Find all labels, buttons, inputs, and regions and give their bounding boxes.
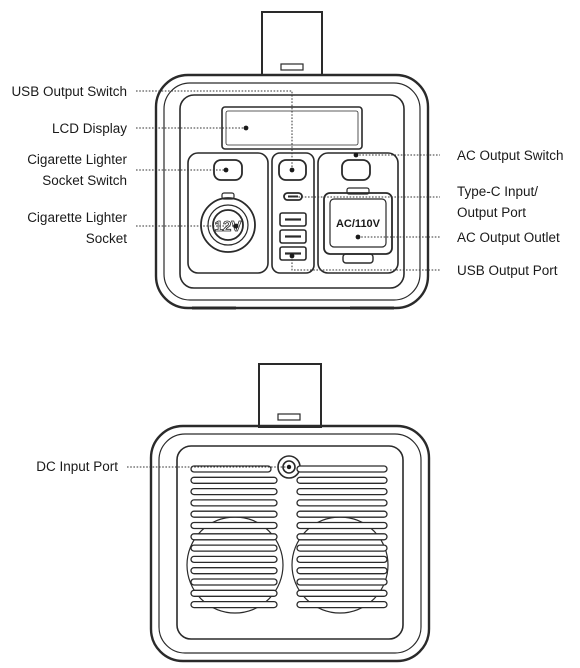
back-view [149, 363, 431, 663]
dot-ac-outlet [355, 234, 361, 240]
left-module [187, 152, 269, 274]
dot-cig-socket [233, 223, 239, 229]
vent-slot [296, 567, 388, 575]
ac-outlet-top-tab [346, 187, 370, 195]
label-cig-socket-line2: Socket [86, 231, 128, 246]
vent-slot [190, 567, 278, 575]
back-handle [258, 363, 322, 428]
front-labels: USB Output Switch LCD Display Cigarette … [11, 84, 563, 278]
dot-usb-port [289, 253, 295, 259]
label-dc-input-port: DC Input Port [36, 459, 118, 474]
vent-slot [296, 589, 388, 597]
vent-slot [190, 521, 278, 530]
front-view: 12V AC/110V [154, 11, 430, 310]
vent-slot [296, 499, 388, 507]
vent-grille-left [190, 465, 278, 609]
dot-usb-switch [289, 167, 295, 173]
ac-output-outlet[interactable] [329, 198, 387, 248]
vent-slot [296, 600, 388, 609]
vent-slot [296, 555, 388, 564]
ac-output-switch[interactable] [341, 159, 371, 181]
vent-slot [296, 533, 388, 541]
front-handle-clip [280, 63, 304, 71]
dot-cig-switch [223, 167, 229, 173]
front-leaders [136, 90, 440, 271]
usb-module [271, 152, 315, 274]
label-lcd-display: LCD Display [52, 121, 127, 136]
vent-slot [190, 510, 278, 518]
label-cig-socket-line1: Cigarette Lighter [27, 210, 127, 225]
usb-port-2[interactable] [279, 229, 307, 244]
vent-slot [190, 578, 278, 586]
back-outer-shell [149, 424, 431, 663]
vent-slot [296, 578, 388, 586]
label-typec-line2: Output Port [457, 205, 526, 220]
front-outer-shell [154, 73, 430, 310]
vent-slot [190, 476, 278, 484]
label-ac-output-outlet: AC Output Outlet [457, 230, 560, 245]
dc-input-port[interactable] [282, 460, 296, 474]
back-handle-clip [277, 413, 301, 421]
back-panel [176, 445, 404, 640]
leader-usb-switch [136, 90, 293, 170]
vent-slot [190, 487, 278, 496]
back-inner-shell [158, 433, 422, 654]
vent-slot [296, 487, 388, 496]
front-inner-shell [163, 82, 421, 301]
cig-socket-ring [207, 204, 249, 246]
dot-dc-input [286, 464, 292, 470]
fan-right [291, 516, 389, 614]
dot-lcd [243, 125, 249, 131]
vent-slot [190, 533, 278, 541]
vent-slot [296, 544, 388, 552]
outlet-rating-label: AC/110V [336, 218, 381, 230]
vent-slot [296, 476, 388, 484]
vent-slot [190, 600, 278, 609]
vent-slot [190, 589, 278, 597]
vent-slot [190, 499, 278, 507]
front-handle [261, 11, 323, 76]
fan-left [186, 516, 284, 614]
cig-socket[interactable] [212, 209, 244, 241]
vent-slot [296, 521, 388, 530]
vent-slot [296, 465, 388, 473]
vent-grille-right [296, 465, 388, 609]
ac-outlet-bottom-tab [342, 253, 374, 264]
label-ac-output-switch: AC Output Switch [457, 148, 564, 163]
vent-slot [296, 510, 388, 518]
socket-voltage-label: 12V [215, 218, 242, 235]
cig-socket-outer [200, 197, 256, 253]
label-cig-switch-line2: Socket Switch [42, 173, 127, 188]
leader-usb-port [291, 256, 440, 271]
ac-module [317, 152, 399, 274]
vent-slot [190, 555, 278, 564]
label-usb-output-port: USB Output Port [457, 263, 558, 278]
usb-port-3[interactable] [279, 246, 307, 261]
back-leaders [127, 464, 292, 470]
dot-ac-switch [353, 152, 359, 158]
vent-slot [190, 544, 278, 552]
cig-socket-cap-tab [221, 192, 235, 200]
lcd-display [221, 106, 363, 150]
label-cig-switch-line1: Cigarette Lighter [27, 152, 127, 167]
label-usb-output-switch: USB Output Switch [11, 84, 127, 99]
usb-port-1[interactable] [279, 212, 307, 227]
label-typec-line1: Type-C Input/ [457, 184, 538, 199]
